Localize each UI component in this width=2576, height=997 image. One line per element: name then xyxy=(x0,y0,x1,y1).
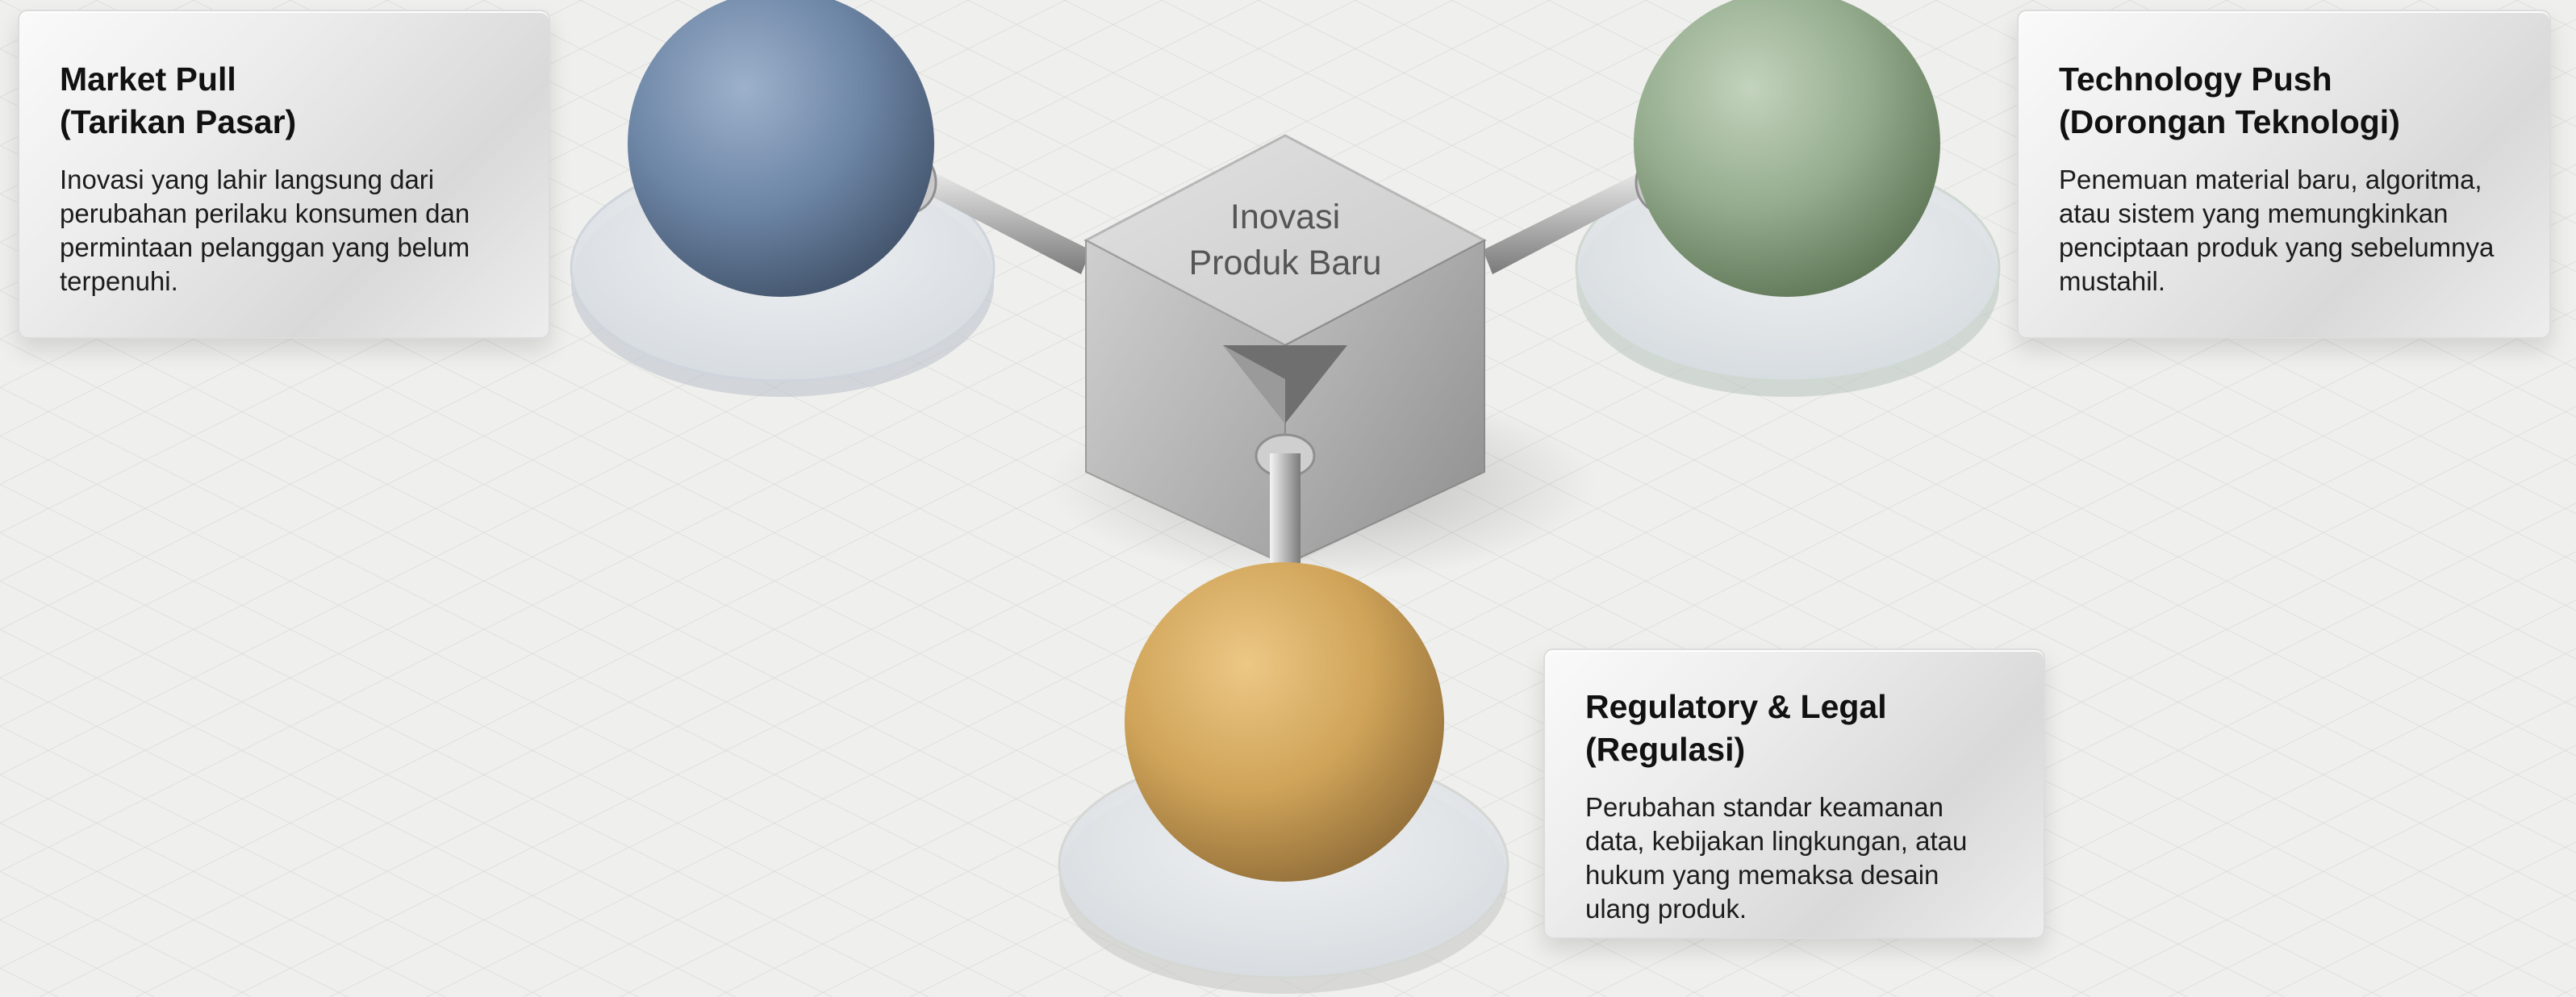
card-reg-title-line1: Regulatory & Legal xyxy=(1585,688,1887,725)
card-market-title-line2: (Tarikan Pasar) xyxy=(60,103,297,140)
sphere-reg xyxy=(1125,562,1444,882)
sphere-tech xyxy=(1634,0,1940,297)
card-market-title-line1: Market Pull xyxy=(60,60,236,98)
card-technology-push: Technology Push (Dorongan Teknologi) Pen… xyxy=(2017,10,2551,339)
card-reg-description: Perubahan standar keamanan data, kebijak… xyxy=(1585,792,1968,924)
card-market-title: Market Pull (Tarikan Pasar) xyxy=(60,58,513,144)
card-tech-description: Penemuan material baru, algoritma, atau … xyxy=(2059,165,2495,296)
card-tech-title-line1: Technology Push xyxy=(2059,60,2332,98)
card-market-description: Inovasi yang lahir langsung dari perubah… xyxy=(60,165,470,296)
hub-label-line2: Produk Baru xyxy=(1188,244,1381,282)
card-reg-title: Regulatory & Legal (Regulasi) xyxy=(1585,686,2008,771)
hub-label-line1: Inovasi xyxy=(1230,198,1340,236)
card-tech-title: Technology Push (Dorongan Teknologi) xyxy=(2059,58,2514,144)
hub-cube: Inovasi Produk Baru xyxy=(1083,134,1488,566)
card-reg-title-line2: (Regulasi) xyxy=(1585,731,1746,768)
card-regulatory: Regulatory & Legal (Regulasi) Perubahan … xyxy=(1543,649,2045,939)
card-tech-title-line2: (Dorongan Teknologi) xyxy=(2059,103,2400,140)
connector-reg xyxy=(1255,433,1316,582)
card-market-pull: Market Pull (Tarikan Pasar) Inovasi yang… xyxy=(18,10,550,339)
sphere-market xyxy=(628,0,934,297)
